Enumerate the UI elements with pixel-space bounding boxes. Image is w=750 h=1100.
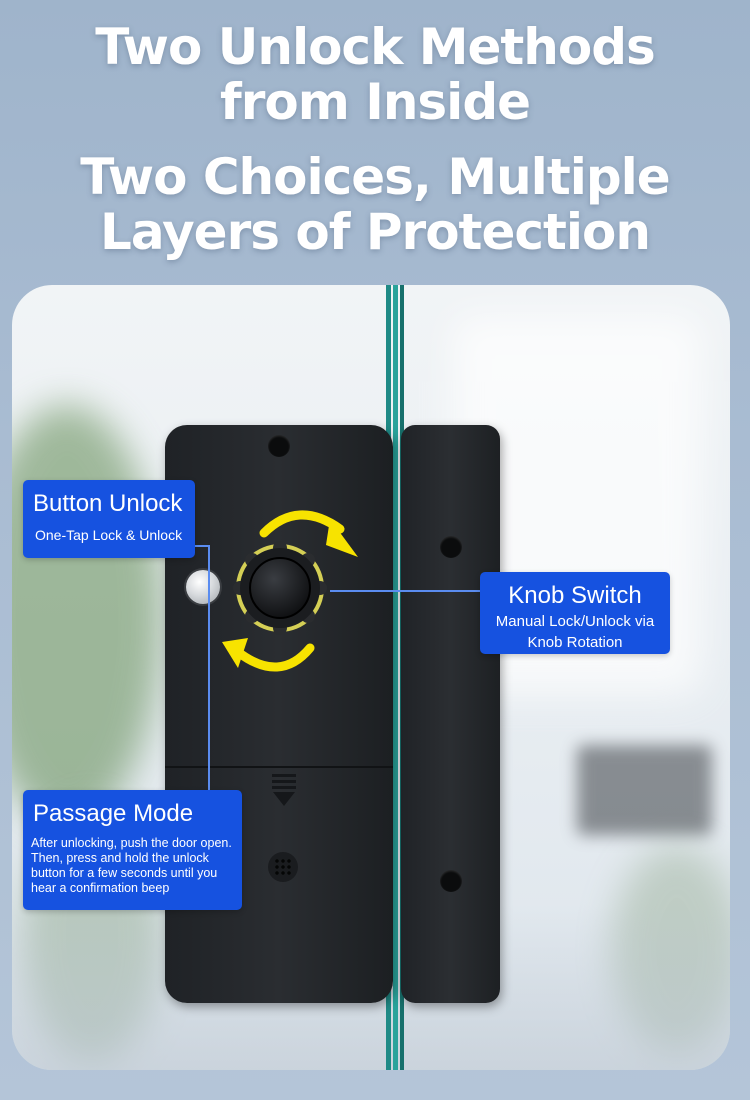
curved-arrow-counterclockwise-icon [222,638,315,672]
callout-title: Knob Switch [508,582,642,609]
headline-title: Two Unlock Methods from Inside [0,20,750,130]
headline-line-1: Two Unlock Methods [95,18,656,76]
callout-description-line: hear a confirmation beep [31,881,170,895]
callout-description-line: Then, press and hold the unlock [31,851,209,865]
rotation-knob[interactable] [232,540,328,636]
headline-line-2: from Inside [219,73,531,131]
leader-line [195,545,210,547]
callout-title: Button Unlock [33,490,183,517]
callout-description: After unlocking, push the door open. The… [31,836,241,896]
callout-knob-switch: Knob Switch Manual Lock/Unlock via Knob … [480,572,670,654]
product-photo [12,285,730,1070]
callout-description: Manual Lock/Unlock via [495,613,655,630]
callout-description: One-Tap Lock & Unlock [35,527,183,543]
glass-door-edge [393,285,398,1070]
callout-description-line: button for a few seconds until you [31,866,218,880]
screw-hole [268,435,290,457]
curved-arrow-clockwise-icon [259,510,358,557]
chevron-down-icon [270,772,298,808]
callout-description: Knob Rotation [527,634,623,651]
leader-line [330,590,480,592]
callout-title: Passage Mode [33,800,194,827]
headline-subtitle: Two Choices, Multiple Layers of Protecti… [0,150,750,260]
callout-passage-mode: Passage Mode After unlocking, push the d… [23,790,242,910]
speaker-grille-icon [268,852,298,882]
battery-cover-seam [165,766,393,768]
screw-hole [440,536,462,558]
screw-hole [440,870,462,892]
headline-line-4: Layers of Protection [100,203,651,261]
background-monitor [577,745,712,835]
lock-strike-plate [401,425,500,1003]
callout-button-unlock: Button Unlock One-Tap Lock & Unlock [23,480,195,558]
leader-line [208,545,210,793]
unlock-button[interactable] [186,570,220,604]
background-plant [12,405,162,825]
callout-description-line: After unlocking, push the door open. [31,836,232,850]
headline-line-3: Two Choices, Multiple [80,148,670,206]
